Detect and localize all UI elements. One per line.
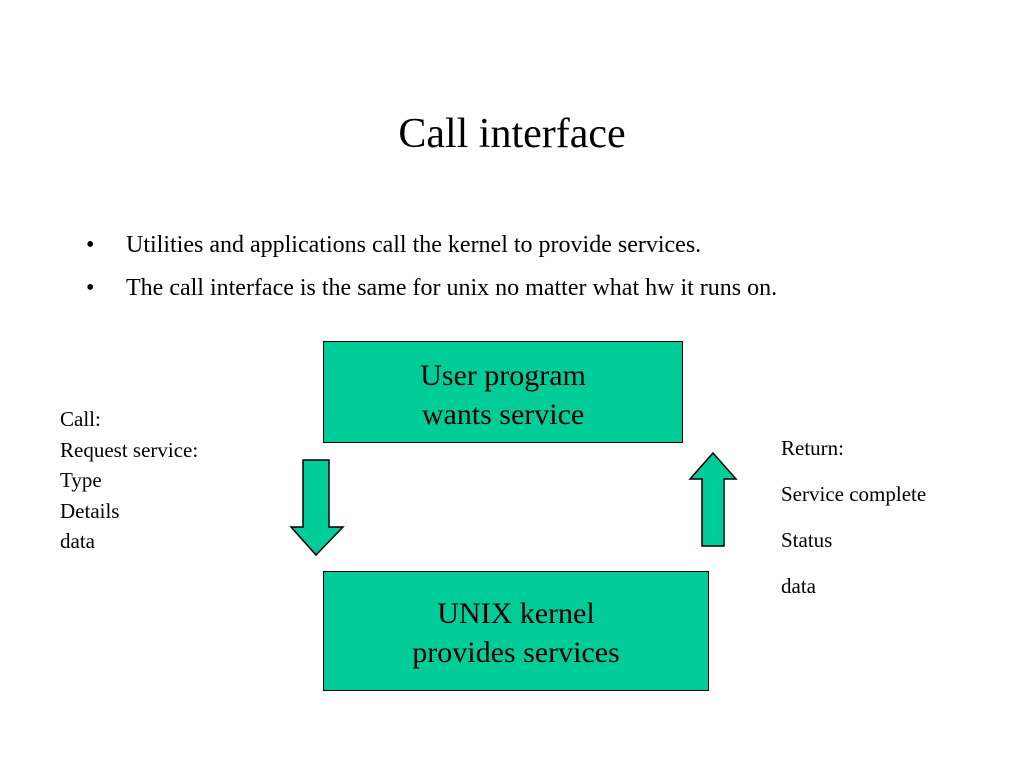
bullet-text: The call interface is the same for unix … — [126, 275, 778, 301]
bullet-item: • The call interface is the same for uni… — [86, 273, 966, 303]
user-program-box: User program wants service — [323, 341, 683, 443]
call-label-line: Type — [60, 468, 102, 492]
bullet-list: • Utilities and applications call the ke… — [86, 230, 966, 316]
slide-title: Call interface — [398, 111, 626, 157]
unix-kernel-box-line: provides services — [412, 636, 620, 669]
bullet-text: Utilities and applications call the kern… — [126, 232, 702, 258]
return-label-line: data — [781, 574, 816, 598]
down-arrow-shape — [289, 459, 345, 557]
unix-kernel-box-line: UNIX kernel — [437, 597, 595, 630]
bullet-item: • Utilities and applications call the ke… — [86, 230, 966, 260]
call-label: Call: Request service: Type Details data — [60, 404, 198, 557]
call-label-line: Request service: — [60, 437, 199, 462]
bullet-marker: • — [86, 232, 95, 258]
return-label-line: Service complete — [781, 482, 927, 506]
user-program-box-line: User program — [420, 359, 586, 392]
up-arrow-icon — [688, 451, 738, 547]
call-label-line: Call: — [60, 407, 101, 431]
return-label-line: Status — [781, 528, 833, 552]
return-label: Return: Service complete Status data — [781, 425, 926, 609]
down-arrow-icon — [289, 459, 345, 557]
bullet-marker: • — [86, 275, 95, 301]
return-label-line: Return: — [781, 436, 844, 460]
user-program-box-line: wants service — [421, 398, 585, 431]
unix-kernel-box: UNIX kernel provides services — [323, 571, 709, 691]
call-label-line: data — [60, 529, 95, 553]
up-arrow-shape — [688, 451, 738, 547]
call-label-line: Details — [60, 498, 120, 523]
